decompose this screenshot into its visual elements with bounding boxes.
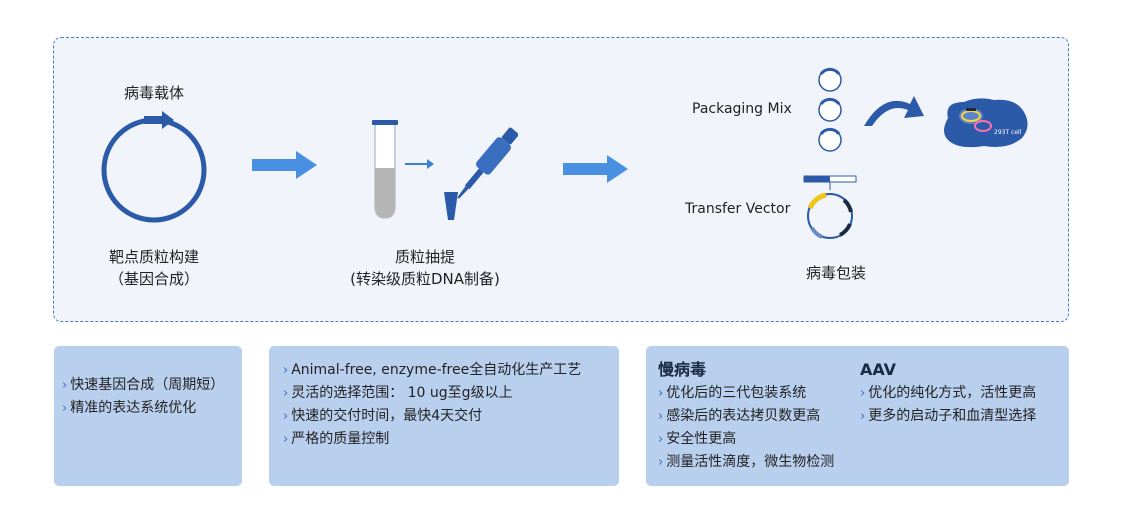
chevron-right-icon: › xyxy=(283,409,289,424)
pipette-icon xyxy=(444,127,518,220)
vector-title: 病毒载体 xyxy=(123,84,184,102)
plasmid-circle-icon xyxy=(101,111,207,223)
info-card-packaging: 慢病毒 ›优化后的三代包装系统 ›感染后的表达拷贝数更高 ›安全性更高 ›测量活… xyxy=(646,346,1069,486)
test-tube-icon xyxy=(372,120,398,219)
step-arrow-2-icon xyxy=(563,155,628,183)
step2-caption-line2: (转染级质粒DNA制备) xyxy=(350,270,500,288)
step1-caption-line2: （基因合成） xyxy=(108,270,199,288)
lentivirus-title: 慢病毒 xyxy=(658,360,707,379)
chevron-right-icon: › xyxy=(283,432,289,447)
step1-caption-line1: 靶点质粒构建 xyxy=(108,248,199,266)
list-item: ›精准的表达系统优化 xyxy=(62,400,197,416)
list-item: ›优化后的三代包装系统 xyxy=(658,385,807,401)
chevron-right-icon: › xyxy=(658,432,664,447)
cell-293t-icon: 293T cell xyxy=(944,98,1028,148)
list-item: ›严格的质量控制 xyxy=(283,431,390,447)
info-card-synthesis: ›快速基因合成（周期短） ›精准的表达系统优化 xyxy=(54,346,242,486)
step3-caption: 病毒包装 xyxy=(805,264,866,282)
chevron-right-icon: › xyxy=(658,386,664,401)
chevron-right-icon: › xyxy=(658,409,664,424)
chevron-right-icon: › xyxy=(62,401,68,416)
transfer-vector-plasmid-icon xyxy=(803,175,857,239)
list-item: ›Animal-free, enzyme-free全自动化生产工艺 xyxy=(283,362,582,378)
cell-label: 293T cell xyxy=(994,129,1022,136)
small-arrow-icon xyxy=(405,159,434,169)
packaging-plasmids-icon xyxy=(818,67,842,152)
list-item: ›快速基因合成（周期短） xyxy=(62,377,225,393)
aav-title: AAV xyxy=(860,360,897,379)
workflow-panel xyxy=(53,37,1069,322)
list-item: ›灵活的选择范围： 10 ug至g级以上 xyxy=(283,385,513,401)
chevron-right-icon: › xyxy=(283,363,289,378)
list-item: ›测量活性滴度，微生物检测 xyxy=(658,454,835,470)
chevron-right-icon: › xyxy=(658,455,664,470)
lentivirus-column: 慢病毒 ›优化后的三代包装系统 ›感染后的表达拷贝数更高 ›安全性更高 ›测量活… xyxy=(658,358,834,474)
chevron-right-icon: › xyxy=(62,378,68,393)
list-item: ›安全性更高 xyxy=(658,431,737,447)
step-arrow-1-icon xyxy=(252,151,317,179)
chevron-right-icon: › xyxy=(860,409,866,424)
transfer-vector-label: Transfer Vector xyxy=(685,201,791,217)
curved-arrow-icon xyxy=(864,96,924,126)
list-item: ›更多的启动子和血清型选择 xyxy=(860,408,1037,424)
list-item: ›感染后的表达拷贝数更高 xyxy=(658,408,821,424)
packaging-mix-label: Packaging Mix xyxy=(692,101,792,117)
chevron-right-icon: › xyxy=(860,386,866,401)
info-card-extraction: ›Animal-free, enzyme-free全自动化生产工艺 ›灵活的选择… xyxy=(269,346,619,486)
aav-column: AAV ›优化的纯化方式，活性更高 ›更多的启动子和血清型选择 xyxy=(860,358,1036,428)
list-item: ›优化的纯化方式，活性更高 xyxy=(860,385,1037,401)
list-item: ›快速的交付时间，最快4天交付 xyxy=(283,408,483,424)
chevron-right-icon: › xyxy=(283,386,289,401)
step2-caption-line1: 质粒抽提 xyxy=(394,248,455,266)
